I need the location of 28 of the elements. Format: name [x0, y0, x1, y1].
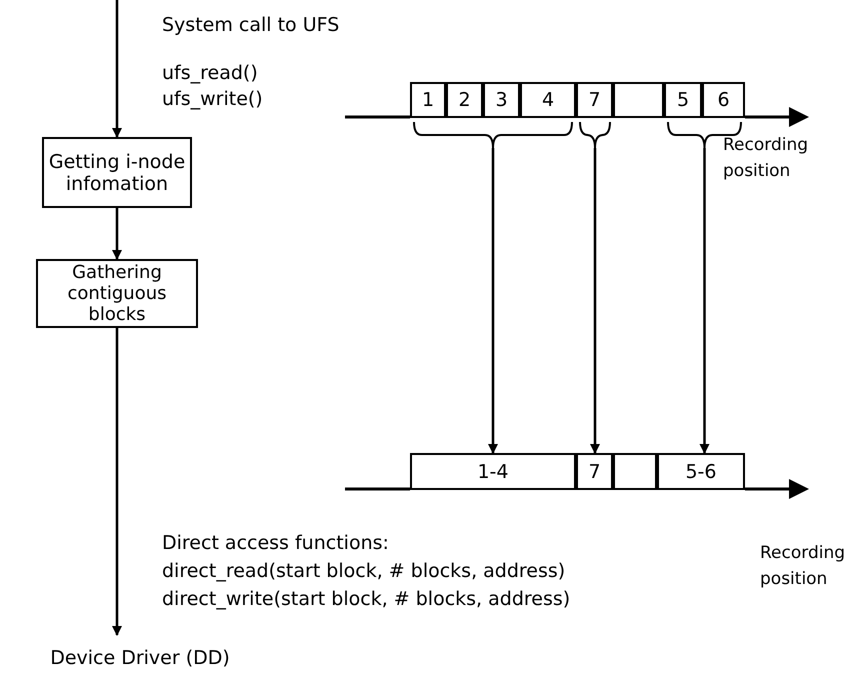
arrow: [112, 328, 122, 636]
annotation-text: System call to UFS: [162, 13, 340, 38]
process-box: Getting i-node infomation: [42, 137, 192, 208]
block-cell: 3: [483, 82, 520, 118]
block-cell: 5-6: [657, 453, 745, 490]
annotation-text: ufs_read() ufs_write(): [162, 61, 264, 112]
endpoint-text: Device Driver (DD): [20, 647, 260, 677]
block-cell: 2: [446, 82, 483, 118]
block-cell: 5: [664, 82, 702, 118]
brace: [579, 121, 611, 148]
block-cell: 4: [520, 82, 576, 118]
arrow: [700, 148, 710, 454]
annotation-text: direct_write(start block, # blocks, address): [162, 587, 572, 612]
block-cell: 7: [576, 453, 613, 490]
block-cell: 1-4: [410, 453, 576, 490]
annotation-text: Direct access functions:: [162, 531, 390, 556]
annotation-text: direct_read(start block, # blocks, address): [162, 559, 566, 584]
axis-label: Recording position: [760, 542, 846, 591]
arrow: [112, 208, 122, 260]
process-box: Gathering contiguous blocks: [36, 259, 198, 328]
arrow: [590, 148, 600, 454]
axis-label: Recording position: [723, 134, 810, 183]
block-cell: 1: [410, 82, 446, 118]
arrow: [488, 148, 498, 454]
block-cell: 7: [576, 82, 613, 118]
block-cell: 6: [702, 82, 745, 118]
brace: [413, 121, 573, 148]
arrow: [112, 0, 122, 138]
